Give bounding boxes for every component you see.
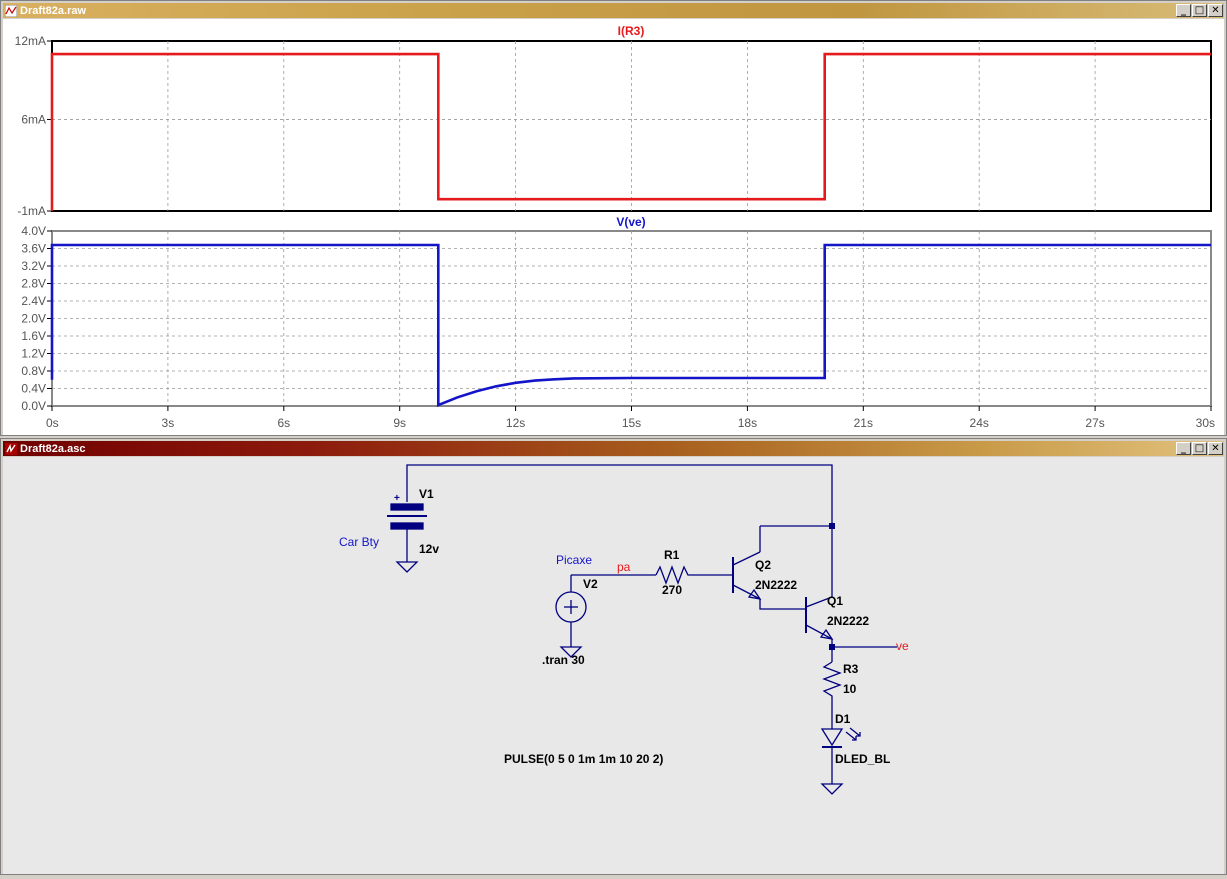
restore-button[interactable]: □ [1192, 442, 1207, 455]
y-tick-label: 0.0V [21, 399, 46, 413]
schematic-window-icon [5, 442, 17, 455]
schematic-window-title: Draft82a.asc [20, 442, 86, 455]
x-tick-label: 3s [162, 416, 175, 430]
waveform-window-title: Draft82a.raw [20, 4, 87, 17]
v1-plus-sign: + [394, 493, 400, 504]
junction-dot [829, 644, 835, 650]
close-button[interactable]: ✕ [1208, 4, 1223, 17]
schematic-titlebar[interactable]: Draft82a.asc _ □ ✕ [3, 441, 1224, 456]
x-tick-label: 21s [854, 416, 873, 430]
waveform-window: Draft82a.raw _ □ ✕ 12mA 6mA -1mA I(R3) 4.0V 3… [0, 0, 1227, 436]
waveform-plots: 12mA 6mA -1mA I(R3) 4.0V 3.6V 3.2V 2.8V 2.4V 2.0V… [15, 24, 1215, 430]
v1-value: 12v [419, 542, 439, 556]
junction-dot [829, 523, 835, 529]
x-tick-label: 18s [738, 416, 757, 430]
schematic-canvas[interactable]: + V1 12v Car Bty Picaxe V2 .tran 30 pa R… [3, 457, 1224, 874]
close-button[interactable]: ✕ [1208, 442, 1223, 455]
transistor-q1[interactable] [805, 596, 834, 647]
v1-name: V1 [419, 487, 434, 501]
y-tick-label: 4.0V [21, 224, 46, 238]
y-tick-label: 1.2V [21, 347, 46, 361]
tran-directive: .tran 30 [542, 653, 585, 667]
x-tick-label: 12s [506, 416, 525, 430]
y-tick-label: 1.6V [21, 329, 46, 343]
d1-name: D1 [835, 712, 851, 726]
q2-value: 2N2222 [755, 578, 797, 592]
x-tick-label: 27s [1085, 416, 1104, 430]
net-label-ve: ve [896, 639, 909, 653]
waveform-titlebar[interactable]: Draft82a.raw _ □ ✕ [3, 3, 1224, 18]
waveform-window-icon [5, 4, 17, 17]
y-tick-label: 2.0V [21, 312, 46, 326]
y-tick-label: 0.8V [21, 364, 46, 378]
x-tick-label: 30s [1196, 416, 1215, 430]
ground-d1[interactable] [820, 783, 844, 795]
transistor-q2[interactable] [732, 551, 762, 600]
y-tick-label: 2.8V [21, 277, 46, 291]
wire-q2-emitter[interactable] [759, 599, 807, 617]
v2-name: V2 [583, 577, 598, 591]
battery-v1[interactable] [387, 484, 427, 534]
schematic-window: Draft82a.asc _ □ ✕ [0, 438, 1227, 875]
voltage-source-v2[interactable] [555, 591, 587, 623]
net-label-pa: pa [617, 560, 631, 574]
ground-v2[interactable] [559, 646, 583, 658]
resistor-r3[interactable] [822, 661, 842, 700]
y-tick-label: -1mA [17, 204, 46, 218]
resistor-r1[interactable] [655, 565, 691, 585]
y-tick-label: 2.4V [21, 294, 46, 308]
q2-name: Q2 [755, 558, 771, 572]
ground-v1[interactable] [395, 561, 419, 573]
y-tick-label: 12mA [15, 34, 46, 48]
plot-title: I(R3) [618, 24, 645, 38]
d1-value: DLED_BL [835, 752, 890, 766]
x-tick-label: 15s [622, 416, 641, 430]
y-tick-label: 3.6V [21, 242, 46, 256]
r1-name: R1 [664, 548, 680, 562]
x-tick-label: 9s [393, 416, 406, 430]
pulse-directive: PULSE(0 5 0 1m 1m 10 20 2) [504, 752, 663, 766]
led-d1[interactable] [820, 727, 861, 748]
series-line-I(R3) [50, 52, 1211, 211]
r1-value: 270 [662, 583, 682, 597]
waveform-plot-area[interactable]: 12mA 6mA -1mA I(R3) 4.0V 3.6V 3.2V 2.8V 2.4V 2.0V… [3, 19, 1224, 435]
v1-label: Car Bty [339, 535, 379, 549]
q1-name: Q1 [827, 594, 843, 608]
y-tick-label: 6mA [21, 112, 46, 126]
plot-title: V(ve) [616, 215, 645, 229]
x-tick-label: 24s [970, 416, 989, 430]
r3-value: 10 [843, 682, 857, 696]
wire-top[interactable] [406, 464, 833, 526]
restore-button[interactable]: □ [1192, 4, 1207, 17]
y-tick-label: 3.2V [21, 259, 46, 273]
v2-label: Picaxe [556, 553, 592, 567]
schematic-diagram: + V1 12v Car Bty Picaxe V2 .tran 30 pa R… [339, 464, 909, 795]
minimize-button[interactable]: _ [1176, 442, 1191, 455]
x-tick-label: 6s [277, 416, 290, 430]
r3-name: R3 [843, 662, 859, 676]
x-tick-label: 0s [46, 416, 59, 430]
series-line-V(ve) [50, 243, 1211, 408]
q1-value: 2N2222 [827, 614, 869, 628]
minimize-button[interactable]: _ [1176, 4, 1191, 17]
y-tick-label: 0.4V [21, 382, 46, 396]
